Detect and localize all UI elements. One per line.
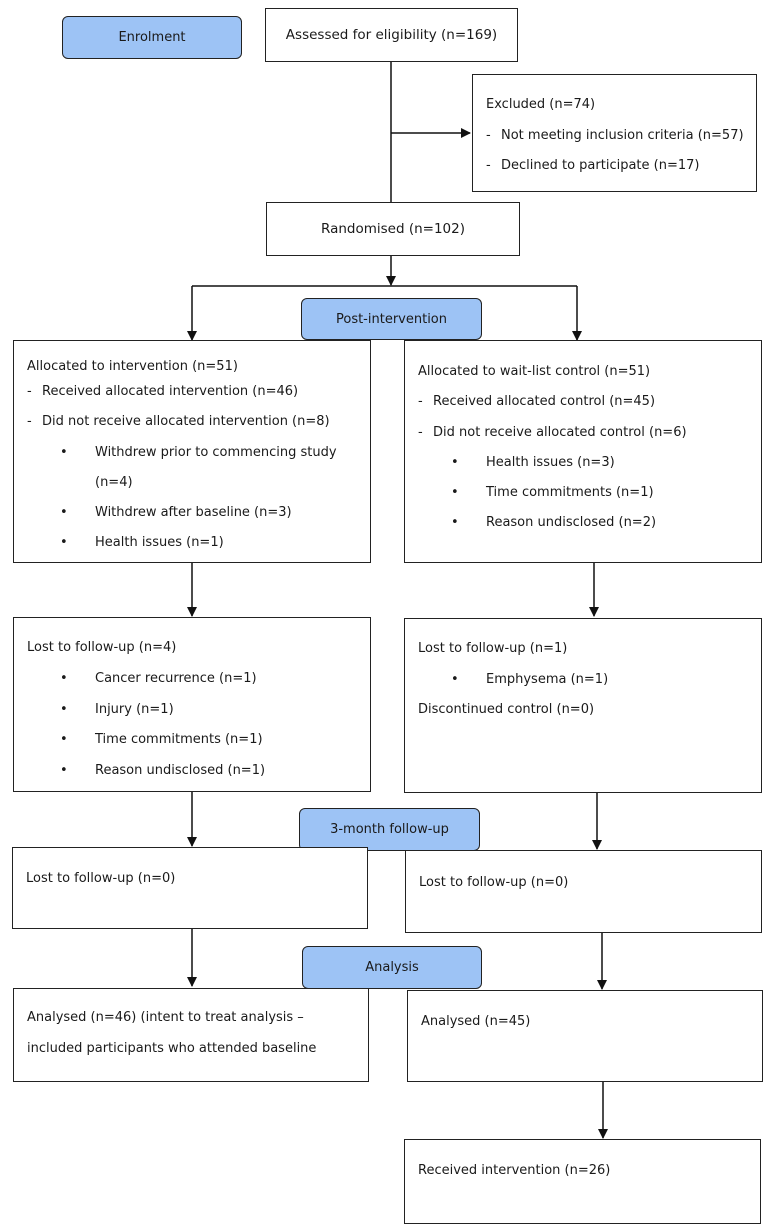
intervention-analysed-line-2: included participants who attended basel…	[27, 1041, 317, 1056]
assessed-box: Assessed for eligibility (n=169)	[265, 8, 518, 62]
dash-marker: -	[418, 425, 423, 440]
control-3month-box: Lost to follow-up (n=0)	[405, 850, 762, 933]
intervention-reason-1-count: (n=4)	[95, 475, 133, 490]
intervention-reason-1: Withdrew prior to commencing study	[95, 445, 337, 460]
assessed-text: Assessed for eligibility (n=169)	[285, 27, 498, 43]
control-lost-followup-box: Lost to follow-up (n=1) • Emphysema (n=1…	[404, 618, 762, 793]
bullet-marker: •	[60, 671, 68, 686]
bullet-marker: •	[451, 672, 459, 687]
stage-enrolment-label: Enrolment	[118, 30, 186, 45]
randomised-text: Randomised (n=102)	[320, 221, 465, 237]
control-lost-reason-1: Emphysema (n=1)	[486, 672, 609, 687]
dash-marker: -	[27, 414, 32, 429]
control-allocation-box: Allocated to wait-list control (n=51) - …	[404, 340, 762, 563]
intervention-reason-3: Health issues (n=1)	[95, 535, 224, 550]
intervention-lost-title: Lost to follow-up (n=4)	[27, 640, 177, 655]
control-not-received: Did not receive allocated control (n=6)	[433, 425, 687, 440]
bullet-marker: •	[60, 763, 68, 778]
bullet-marker: •	[60, 732, 68, 747]
intervention-3month-box: Lost to follow-up (n=0)	[12, 847, 368, 929]
intervention-reason-2: Withdrew after baseline (n=3)	[95, 505, 292, 520]
intervention-received: Received allocated intervention (n=46)	[42, 384, 299, 399]
bullet-marker: •	[60, 702, 68, 717]
stage-enrolment: Enrolment	[62, 16, 242, 59]
intervention-lost-reason-2: Injury (n=1)	[95, 702, 174, 717]
dash-marker: -	[486, 128, 491, 143]
intervention-lost-reason-1: Cancer recurrence (n=1)	[95, 671, 257, 686]
stage-analysis: Analysis	[302, 946, 482, 989]
bullet-marker: •	[451, 515, 459, 530]
stage-analysis-label: Analysis	[365, 960, 419, 975]
control-lost-title: Lost to follow-up (n=1)	[418, 641, 568, 656]
intervention-allocation-box: Allocated to intervention (n=51) - Recei…	[13, 340, 371, 563]
intervention-allocated: Allocated to intervention (n=51)	[27, 359, 238, 374]
intervention-lost-reason-4: Reason undisclosed (n=1)	[95, 763, 266, 778]
bullet-marker: •	[451, 455, 459, 470]
intervention-analysed-box: Analysed (n=46) (intent to treat analysi…	[13, 988, 369, 1082]
intervention-not-received: Did not receive allocated intervention (…	[42, 414, 330, 429]
control-discontinued: Discontinued control (n=0)	[418, 702, 595, 717]
stage-3month-followup: 3-month follow-up	[299, 808, 480, 851]
control-analysed-text: Analysed (n=45)	[421, 1014, 531, 1029]
control-reason-1: Health issues (n=3)	[486, 455, 615, 470]
control-analysed-box: Analysed (n=45)	[407, 990, 763, 1082]
bullet-marker: •	[60, 505, 68, 520]
control-received-intervention-box: Received intervention (n=26)	[404, 1139, 761, 1224]
bullet-marker: •	[60, 535, 68, 550]
intervention-analysed-line-1: Analysed (n=46) (intent to treat analysi…	[27, 1010, 304, 1025]
control-received: Received allocated control (n=45)	[433, 394, 656, 409]
stage-3month-followup-label: 3-month follow-up	[330, 822, 449, 837]
excluded-title: Excluded (n=74)	[486, 97, 596, 112]
stage-post-intervention: Post-intervention	[301, 298, 482, 340]
intervention-3month-text: Lost to follow-up (n=0)	[26, 871, 176, 886]
dash-marker: -	[27, 384, 32, 399]
dash-marker: -	[418, 394, 423, 409]
randomised-box: Randomised (n=102)	[266, 202, 520, 256]
control-received-intervention-text: Received intervention (n=26)	[418, 1163, 611, 1178]
bullet-marker: •	[60, 445, 68, 460]
stage-post-intervention-label: Post-intervention	[335, 311, 447, 327]
control-reason-3: Reason undisclosed (n=2)	[486, 515, 657, 530]
control-3month-text: Lost to follow-up (n=0)	[419, 875, 569, 890]
control-reason-2: Time commitments (n=1)	[486, 485, 654, 500]
dash-marker: -	[486, 158, 491, 173]
intervention-lost-followup-box: Lost to follow-up (n=4) • Cancer recurre…	[13, 617, 371, 792]
bullet-marker: •	[451, 485, 459, 500]
excluded-box: Excluded (n=74) - Not meeting inclusion …	[472, 74, 757, 192]
excluded-item-2: Declined to participate (n=17)	[501, 158, 700, 173]
intervention-lost-reason-3: Time commitments (n=1)	[95, 732, 263, 747]
excluded-item-1: Not meeting inclusion criteria (n=57)	[501, 128, 744, 143]
control-allocated: Allocated to wait-list control (n=51)	[418, 364, 651, 379]
